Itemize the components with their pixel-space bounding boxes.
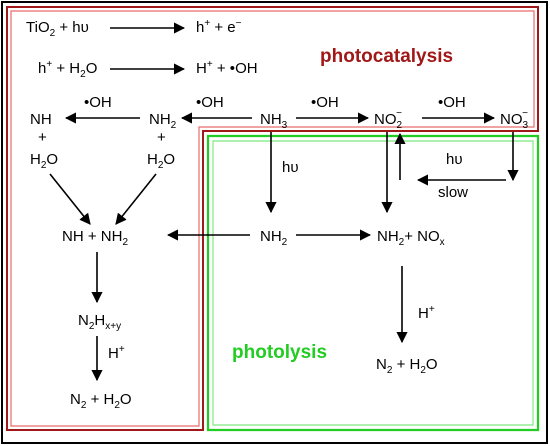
water-1: H2O: [30, 151, 58, 171]
plus-1: +: [38, 129, 47, 146]
photolysis-label: photolysis: [232, 342, 327, 363]
species-nh3: NH3: [260, 111, 288, 131]
species-nh2-nox: NH2+ NOx: [377, 228, 445, 248]
eq2-left: h+ + H2O: [38, 59, 97, 80]
photocatalysis-label: photocatalysis: [320, 46, 453, 67]
oh-label-1: •OH: [84, 94, 112, 111]
arrow-water1-to-nhnh2: [49, 173, 91, 225]
species-n2-h2o-right: N2 + H2O: [376, 356, 438, 376]
hv-label-1: hυ: [282, 159, 299, 176]
water-2: H2O: [147, 151, 175, 171]
photocatalysis-region-border: [6, 6, 539, 431]
species-nh-plus-nh2: NH + NH2: [62, 228, 128, 248]
eq2-right: H+ + •OH: [196, 59, 258, 77]
slow-label: slow: [438, 184, 468, 201]
species-nh2-top: NH2: [149, 111, 177, 131]
species-no2: NO2−: [374, 108, 403, 131]
hplus-label-left: H+: [108, 344, 125, 362]
species-n2-h2o-left: N2 + H2O: [70, 391, 132, 411]
eq1-left: TiO2 + hυ: [26, 19, 89, 39]
photocatalysis-region-inner-border: [10, 10, 535, 427]
eq1-right: h+ + e−: [196, 18, 242, 36]
oh-label-2: •OH: [196, 94, 224, 111]
species-n2hxy: N2Hx+y: [78, 312, 121, 332]
species-no3: NO3−: [500, 108, 529, 131]
photolysis-region-border: [206, 134, 540, 432]
species-nh: NH: [30, 111, 52, 128]
oh-label-4: •OH: [438, 94, 466, 111]
photolysis-region-inner-border: [212, 140, 534, 426]
species-nh2-mid: NH2: [260, 228, 288, 248]
arrow-water2-to-nhnh2: [115, 173, 157, 225]
hv-label-2: hυ: [446, 151, 463, 168]
plus-2: +: [157, 129, 166, 146]
oh-label-3: •OH: [311, 94, 339, 111]
hplus-label-right: H+: [418, 304, 435, 322]
